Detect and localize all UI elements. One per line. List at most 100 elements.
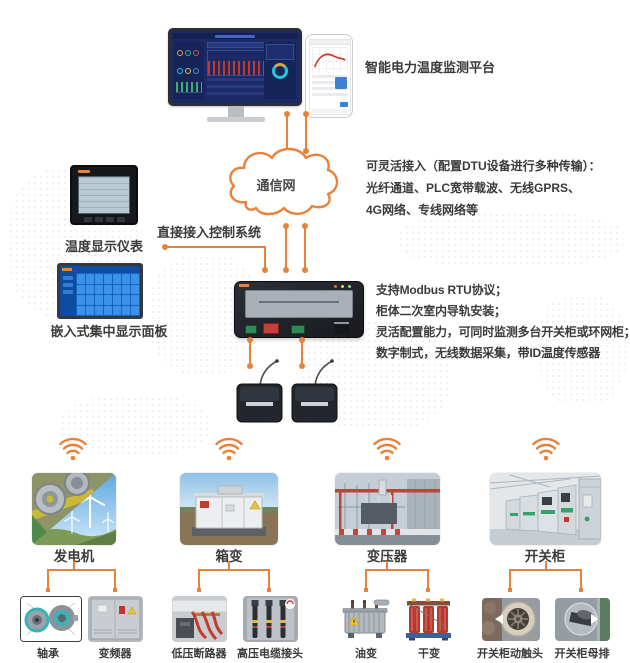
dashboard-donut <box>264 42 296 99</box>
equipment-label-switchgear: 开关柜 <box>524 549 566 564</box>
wifi-icon <box>59 437 87 461</box>
dashboard-bar-chart <box>207 42 265 99</box>
phone-buttons <box>312 75 348 97</box>
connector-dot <box>262 267 268 273</box>
photo-box-transformer <box>180 473 278 545</box>
photo-transformer <box>335 473 440 545</box>
phone-screen <box>309 39 351 115</box>
led-indicator <box>334 285 337 288</box>
branch-bar <box>199 569 270 571</box>
photo-switchgear-contact <box>482 598 540 641</box>
wireless-temperature-sensor <box>291 359 338 423</box>
wifi-icon <box>373 437 401 461</box>
brand-logo <box>62 268 72 271</box>
connector-line <box>264 246 266 269</box>
terminal-port <box>245 325 257 334</box>
temperature-display-meter <box>70 165 138 225</box>
dashboard-screen <box>171 31 299 103</box>
dtu-faceplate <box>245 290 353 318</box>
branch-drop <box>508 569 512 592</box>
link-screens-cloud <box>303 111 309 154</box>
wifi-icon <box>532 437 560 461</box>
photo-switchgear <box>490 473 601 545</box>
link-dtu-sensor <box>247 337 253 369</box>
ethernet-port <box>334 322 349 334</box>
panel-sidebar <box>60 273 76 316</box>
brand-logo <box>78 170 90 173</box>
note-line: 柜体二次室内导轨安装； <box>376 304 506 318</box>
direct-access-label: 直接接入控制系统 <box>157 225 262 240</box>
sub-label-lv-breaker: 低压断路器 <box>171 648 227 660</box>
wireless-temperature-sensor <box>236 359 283 423</box>
photo-inverter <box>88 596 143 642</box>
world-map-dots <box>398 212 623 267</box>
photo-generator <box>32 473 116 545</box>
led-indicator <box>341 285 344 288</box>
terminal-port <box>291 325 305 334</box>
phone-navbar <box>312 109 348 113</box>
branch-drop <box>113 569 117 592</box>
panel-header <box>60 266 140 273</box>
branch-drop <box>267 569 271 592</box>
world-map-dots <box>60 396 210 456</box>
equipment-label-generator: 发电机 <box>53 549 95 564</box>
cloud-access-note: 可灵活接入（配置DTU设备进行多种传输）： 光纤通道、PLC宽带载波、无线GPR… <box>366 155 601 221</box>
branch-drop <box>364 569 368 592</box>
link-dtu-sensor <box>299 337 305 369</box>
monitoring-phone <box>305 34 353 118</box>
branch-drop <box>579 569 583 592</box>
branch-drop <box>197 569 201 592</box>
monitor-base <box>207 117 265 122</box>
link-screens-cloud <box>284 111 290 154</box>
note-line: 支持Modbus RTU协议； <box>376 283 507 297</box>
branch-stem <box>386 561 388 570</box>
photo-bearing <box>20 596 82 642</box>
monitoring-desktop-screen <box>168 28 302 106</box>
photo-switchgear-busbar <box>555 598 610 641</box>
photo-dry-transformer <box>404 596 453 642</box>
photo-lv-breaker <box>172 596 227 642</box>
sub-label-bearing: 轴承 <box>37 648 59 660</box>
note-line: 光纤通道、PLC宽带载波、无线GPRS、 <box>366 181 581 195</box>
cloud-label: 通信网 <box>256 178 295 193</box>
led-indicator <box>348 285 351 288</box>
sub-label-oil-transformer: 油变 <box>355 648 377 660</box>
sub-label-inverter: 变频器 <box>98 648 132 660</box>
branch-drop <box>426 569 430 592</box>
branch-stem <box>228 561 230 570</box>
note-line: 灵活配置能力，可同时监测多台开关柜或环网柜； <box>376 325 630 339</box>
sub-label-busbar: 开关柜母排 <box>554 648 610 660</box>
link-cloud-dtu <box>283 223 289 273</box>
dtu-feature-note: 支持Modbus RTU协议； 柜体二次室内导轨安装； 灵活配置能力，可同时监测… <box>376 280 630 364</box>
note-line: 4G网络、专线网络等 <box>366 203 479 217</box>
link-cloud-dtu <box>302 223 308 273</box>
branch-bar <box>366 569 429 571</box>
meter-lcd <box>78 176 130 214</box>
note-line: 可灵活接入（配置DTU设备进行多种传输）： <box>366 159 601 173</box>
embedded-display-panel <box>57 263 143 319</box>
photo-hv-cable-joint <box>243 596 298 642</box>
brand-logo <box>239 284 249 287</box>
branch-stem <box>545 561 547 570</box>
meter-buttons <box>78 217 130 222</box>
world-map-dots <box>538 295 626 405</box>
dtu-ports <box>243 322 355 334</box>
connector-line <box>165 246 266 248</box>
dashboard-titlebar <box>173 33 297 39</box>
dtu-device <box>234 281 364 338</box>
wifi-icon <box>215 437 243 461</box>
platform-title: 智能电力温度监测平台 <box>365 60 496 75</box>
communication-cloud: 通信网 <box>229 147 339 216</box>
branch-stem <box>73 561 75 570</box>
panel-tile-grid <box>77 274 139 315</box>
equipment-label-box-transformer: 箱变 <box>215 549 243 564</box>
equipment-label-transformer: 变压器 <box>366 549 408 564</box>
sub-label-dry-transformer: 干变 <box>418 648 440 660</box>
phone-temperature-curve <box>312 47 348 73</box>
sub-label-hv-cable-joint: 高压电缆接头 <box>237 648 303 660</box>
monitor-stand <box>228 106 244 117</box>
panel-label: 嵌入式集中显示面板 <box>50 324 168 339</box>
dashboard-gauges <box>174 42 204 99</box>
photo-oil-transformer <box>338 596 395 642</box>
